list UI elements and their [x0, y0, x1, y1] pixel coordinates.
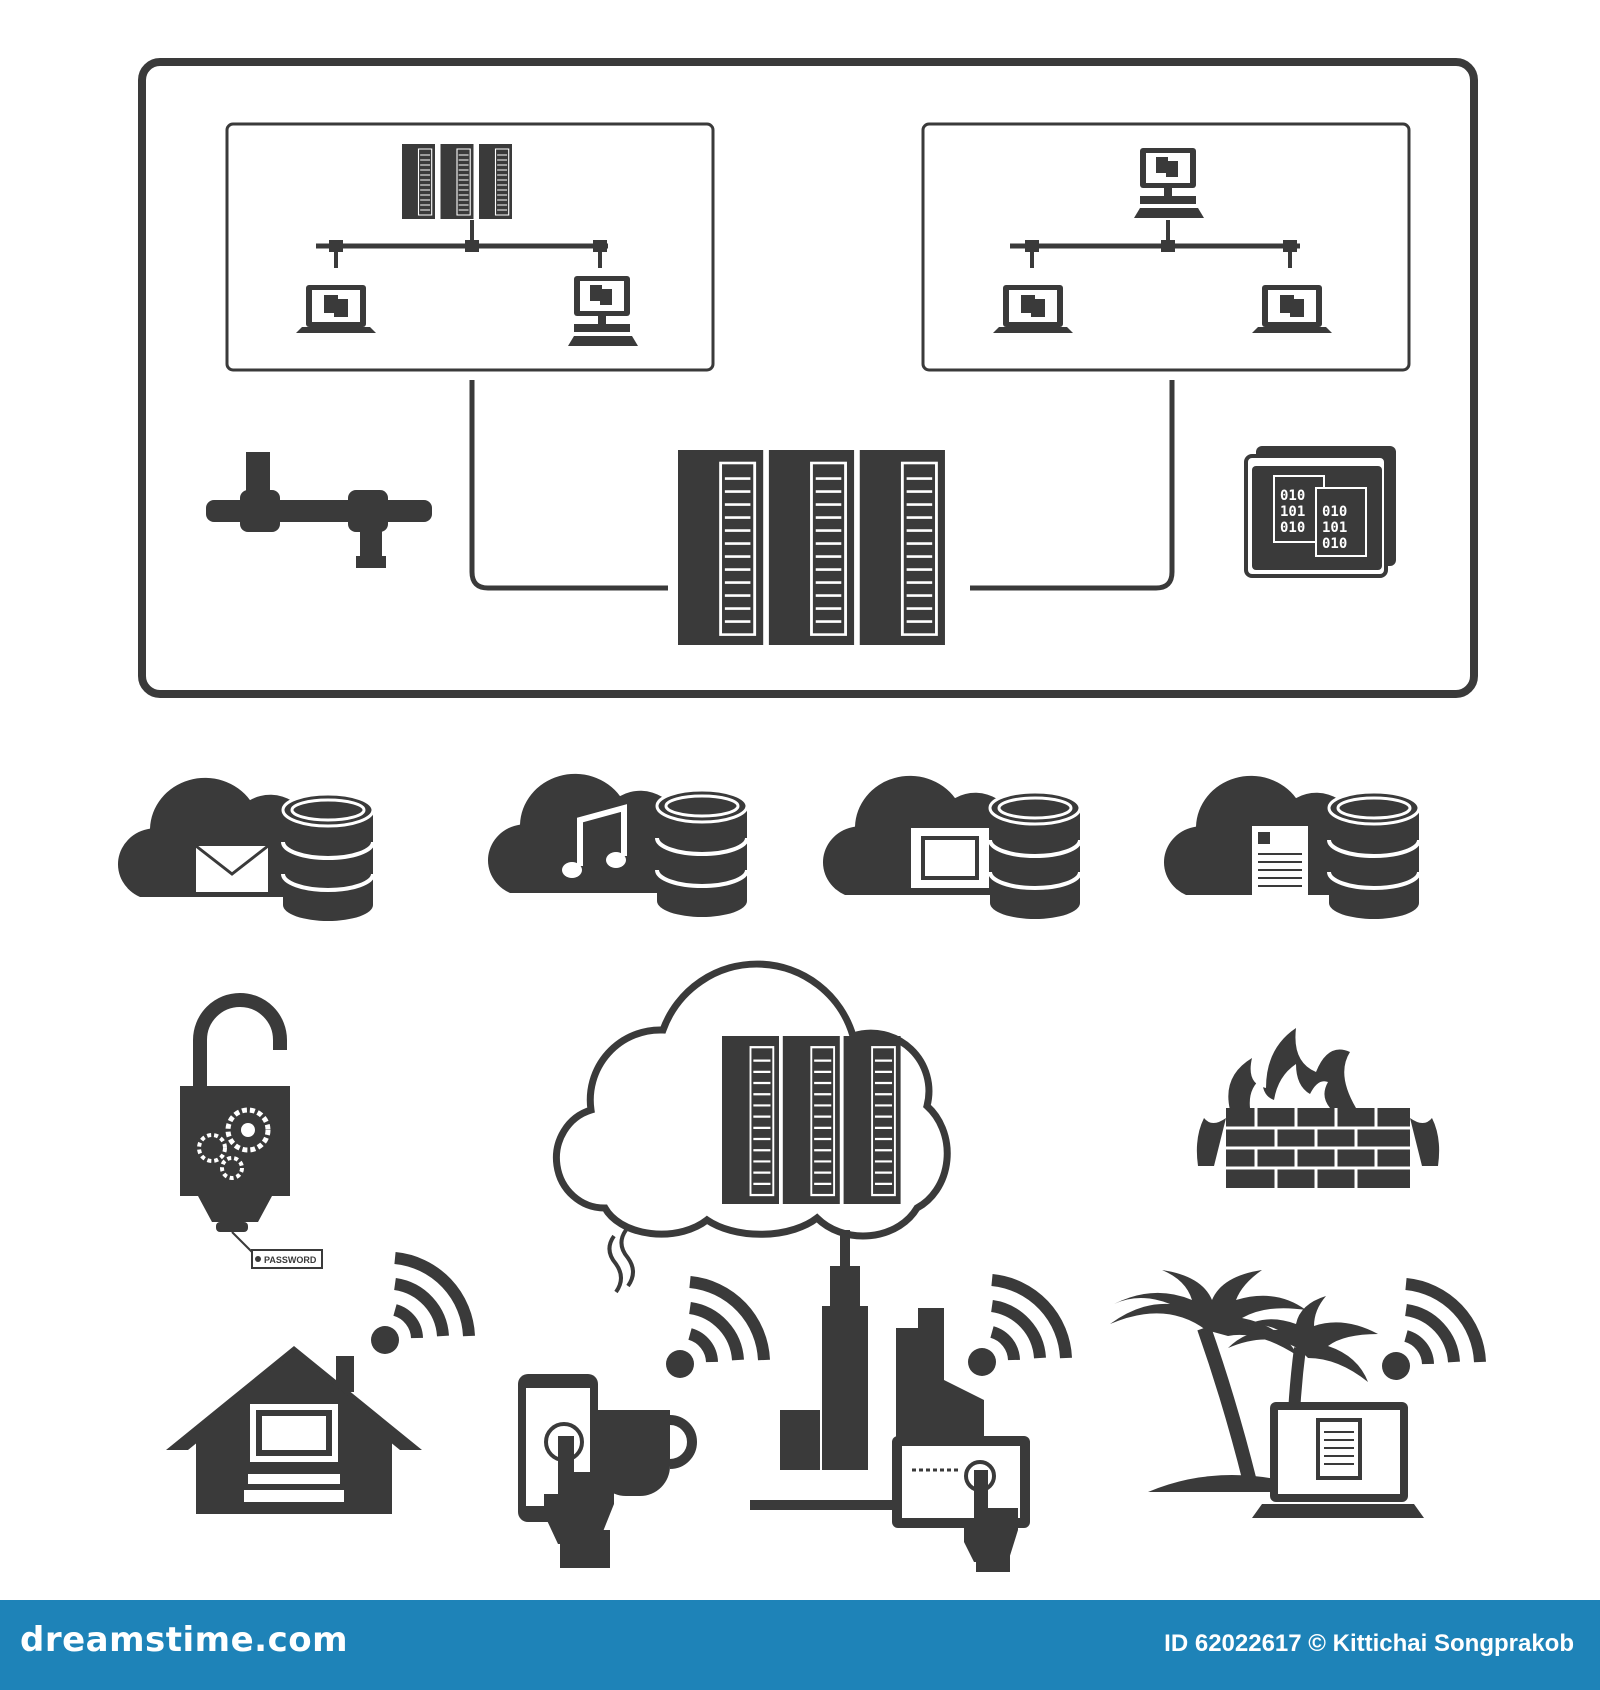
binary-line: 010 [1322, 536, 1347, 552]
subnet-right [993, 148, 1332, 333]
padlock-gears-icon: PASSWORD [180, 993, 323, 1269]
laptop-icon [1252, 285, 1332, 333]
firewall-icon [1196, 1028, 1440, 1188]
footer-bar: dreamstime.com ID 62022617 © Kittichai S… [0, 1600, 1600, 1690]
binary-line: 101 [1280, 504, 1305, 520]
city-wifi-tablet-icon [750, 1230, 1066, 1572]
binary-line: 010 [1322, 504, 1347, 520]
laptop-icon [993, 285, 1073, 333]
cafe-wifi-phone-icon [518, 1228, 764, 1568]
password-tag-label: PASSWORD [264, 1255, 317, 1265]
binary-line: 010 [1280, 488, 1305, 504]
cloud-mail-database-icon [117, 777, 375, 923]
desktop-computer-icon [1134, 148, 1204, 218]
beach-wifi-laptop-icon [1110, 1270, 1480, 1518]
cloud-music-database-icon [487, 773, 749, 919]
binary-line: 010 [1280, 520, 1305, 536]
laptop-icon [296, 285, 376, 333]
pipe-icon [206, 452, 432, 568]
central-server-icon [676, 448, 947, 647]
image-credit: ID 62022617 © Kittichai Songprakob [1164, 1630, 1574, 1657]
home-wifi-computer-icon [166, 1258, 469, 1514]
binary-folder-icon: 010 101 010 010 101 010 [1244, 446, 1396, 578]
desktop-computer-icon [568, 276, 638, 346]
network-diagram: 010 101 010 010 101 010 [138, 58, 1478, 698]
stock-site-logo: dreamstime.com [20, 1620, 349, 1660]
binary-line: 101 [1322, 520, 1347, 536]
illustration: 010 101 010 010 101 010 [117, 58, 1600, 1572]
cloud-document-database-icon [1163, 775, 1421, 921]
cloud-server-icon [552, 960, 951, 1240]
cloud-video-database-icon [822, 775, 1082, 921]
subnet-left [296, 143, 638, 346]
